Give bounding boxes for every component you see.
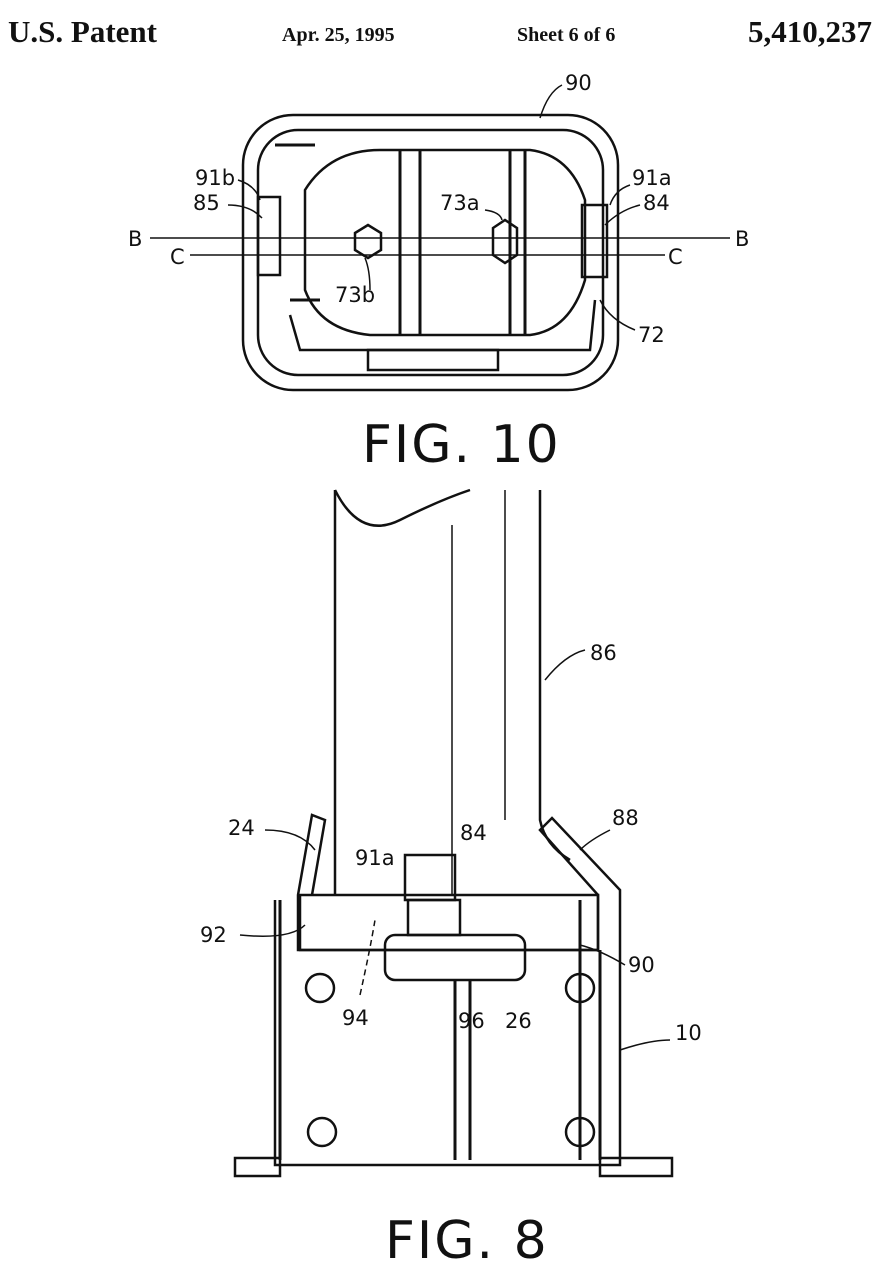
hex-73a	[491, 218, 519, 265]
label-84: 84	[643, 191, 670, 215]
cover-90	[298, 893, 600, 952]
figure-10: 90 91b 85 B C 73a 91a 84 B C 73b 72 FIG.…	[128, 71, 749, 475]
figure-8: 86 24 91a 84 88 92 90 94 96 26 10 FIG. 8	[200, 488, 702, 1271]
clip-85	[256, 195, 282, 277]
label-b-right: B	[735, 227, 749, 251]
label-91b: 91b	[195, 166, 235, 190]
label-c-left: C	[170, 245, 185, 269]
plate-26	[383, 933, 527, 982]
label-90: 90	[565, 71, 592, 95]
screw	[306, 1116, 338, 1148]
label-b-left: B	[128, 227, 142, 251]
header-patent-number: 5,410,237	[748, 14, 872, 49]
label-90: 90	[628, 953, 655, 977]
slot	[366, 348, 500, 372]
label-96: 96	[458, 1009, 485, 1033]
label-92: 92	[200, 923, 227, 947]
label-24: 24	[228, 816, 255, 840]
figure-8-caption: FIG. 8	[385, 1211, 549, 1271]
label-73a: 73a	[440, 191, 480, 215]
figure-10-caption: FIG. 10	[362, 415, 561, 475]
screw	[304, 972, 336, 1004]
header-sheet: Sheet 6 of 6	[517, 24, 616, 46]
label-84: 84	[460, 821, 487, 845]
foot-right	[598, 1156, 674, 1178]
outer-housing	[241, 113, 620, 392]
clip-84	[406, 898, 462, 937]
foot-left	[233, 1156, 282, 1178]
hex-73b	[353, 223, 383, 260]
label-c-right: C	[668, 245, 683, 269]
shading	[278, 900, 602, 1160]
label-10: 10	[675, 1021, 702, 1045]
tube-break	[333, 488, 471, 527]
label-91a: 91a	[355, 846, 395, 870]
label-94: 94	[342, 1006, 369, 1030]
header-date: Apr. 25, 1995	[282, 24, 395, 46]
label-86: 86	[590, 641, 617, 665]
clip-91a	[403, 853, 457, 902]
label-85: 85	[193, 191, 220, 215]
label-91a: 91a	[632, 166, 672, 190]
label-88: 88	[612, 806, 639, 830]
inner-housing	[256, 128, 605, 377]
clip-84	[580, 203, 609, 279]
shading	[275, 143, 527, 335]
base-10	[273, 813, 622, 1167]
label-26: 26	[505, 1009, 532, 1033]
plate-72	[303, 148, 587, 337]
label-72: 72	[638, 323, 665, 347]
label-73b: 73b	[335, 283, 375, 307]
header-patent-label: U.S. Patent	[8, 14, 157, 49]
